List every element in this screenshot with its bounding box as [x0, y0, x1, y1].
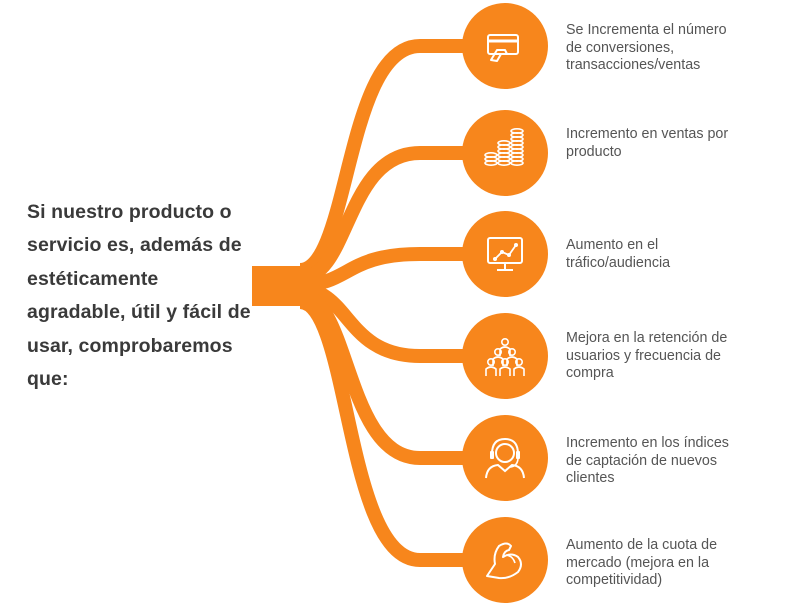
intro-line: usar, comprobaremos: [27, 334, 233, 357]
branch-label-market-share: Aumento de la cuota de mercado (mejora e…: [566, 537, 796, 590]
intro-line: servicio es, además de: [27, 234, 242, 257]
credit-card-icon: [487, 34, 519, 62]
branch-line: [299, 146, 505, 285]
label-line: compra: [566, 365, 614, 381]
branch-line: [298, 39, 505, 277]
label-line: transacciones/ventas: [566, 57, 701, 73]
label-line: mercado (mejora en la: [566, 554, 710, 571]
branch-label-conversions: Se Incrementa el número de conversiones,…: [566, 22, 796, 75]
intro-line: Si nuestro producto o: [27, 201, 232, 223]
label-line: de conversiones,: [566, 39, 675, 56]
label-line: tráfico/audiencia: [566, 254, 671, 271]
branch-circle: [462, 415, 548, 501]
branch-label-retention: Mejora en la retención de usuarios y fre…: [566, 330, 796, 383]
coin-stacks-icon: [484, 127, 524, 167]
branch-circle: [462, 313, 548, 399]
label-line: Aumento de la cuota de: [566, 537, 718, 553]
headset-agent-icon: [485, 437, 525, 479]
branch-circle: [462, 517, 548, 603]
branch-label-acquisition: Incremento en los índices de captación d…: [566, 435, 796, 488]
intro-text: Si nuestro producto o servicio es, ademá…: [27, 196, 262, 396]
branch-line: [299, 282, 505, 363]
branch-lines: [252, 39, 505, 567]
label-line: Se Incrementa el número: [566, 22, 727, 38]
branch-label-traffic: Aumento en el tráfico/audiencia: [566, 237, 796, 272]
intro-line: agradable, útil y fácil de: [27, 301, 251, 324]
branch-line: [298, 288, 505, 465]
label-line: producto: [566, 143, 622, 160]
monitor-chart-icon: [487, 237, 523, 271]
audience-icon: [485, 337, 525, 376]
branch-circle: [462, 3, 548, 89]
label-line: Aumento en el: [566, 237, 659, 253]
branch-circles: [462, 3, 548, 603]
label-line: Incremento en los índices: [566, 435, 729, 451]
branch-line: [299, 247, 505, 292]
intro-line: estéticamente: [27, 267, 159, 290]
label-line: competitividad): [566, 572, 663, 588]
flexed-arm-icon: [486, 542, 522, 580]
branch-line: [298, 295, 505, 567]
branch-label-sales: Incremento en ventas por producto: [566, 126, 796, 161]
label-line: usuarios y frecuencia de: [566, 347, 721, 364]
label-line: Mejora en la retención de: [566, 330, 728, 346]
label-line: de captación de nuevos: [566, 452, 718, 469]
label-line: clientes: [566, 470, 615, 486]
label-line: Incremento en ventas por: [566, 126, 729, 142]
intro-line: que:: [27, 368, 69, 391]
